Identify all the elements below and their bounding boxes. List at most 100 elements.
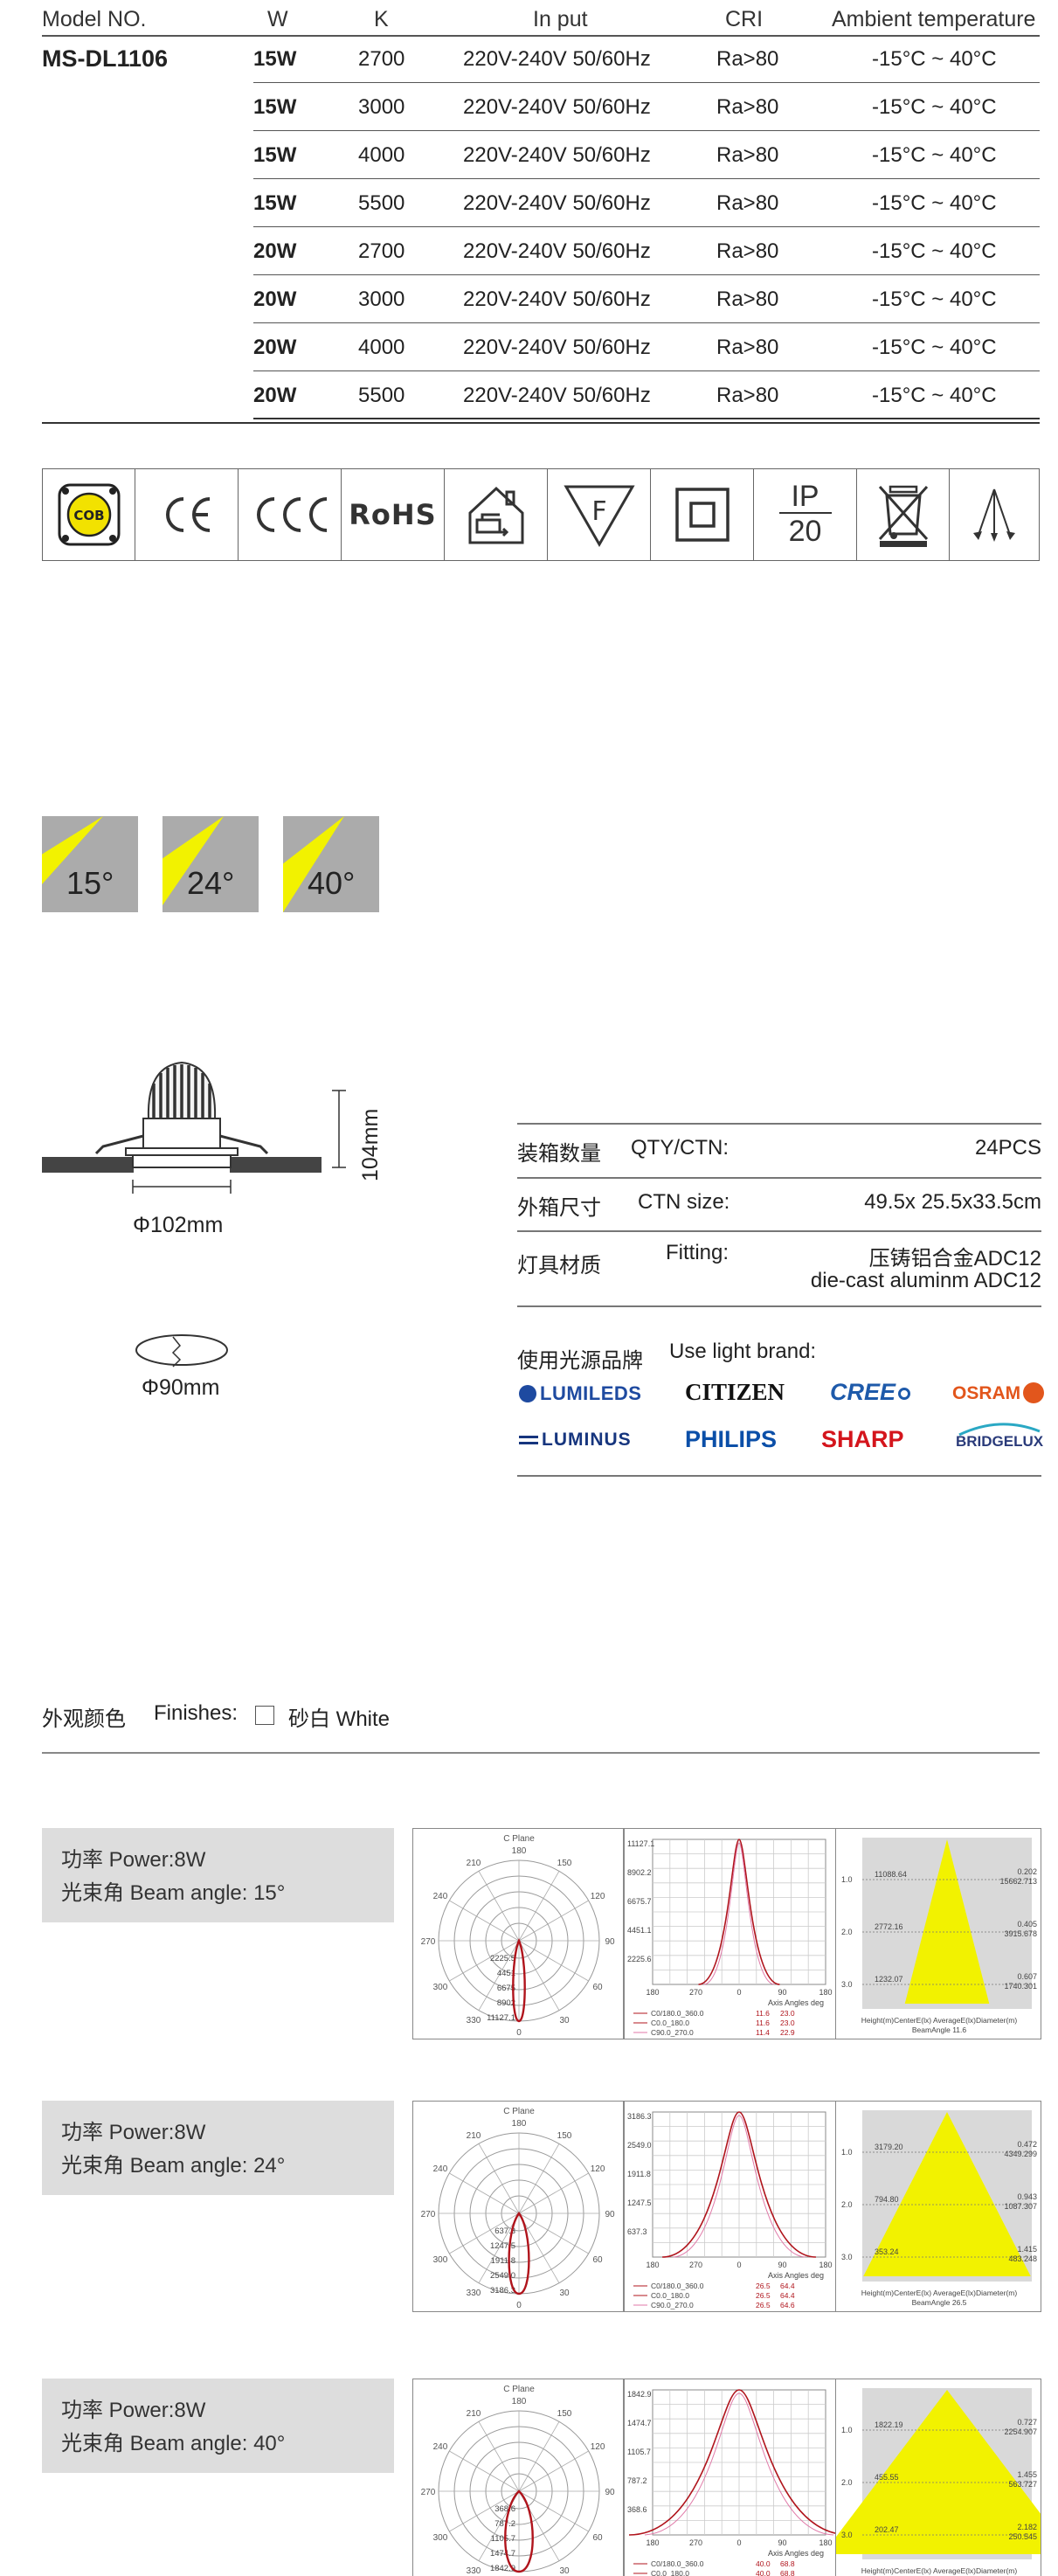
legend-value: 64.4 — [780, 2291, 795, 2300]
power-label: 功率 Power:8W — [61, 1848, 206, 1872]
polar-ring-label: 1911.8 — [491, 2256, 515, 2266]
cone-average-e: 563.727 — [1008, 2480, 1037, 2489]
cone-diameter: 0.405 — [1017, 1920, 1037, 1929]
finishes-divider — [42, 1752, 1040, 1754]
spec-cell-ambient: -15°C ~ 40°C — [872, 239, 997, 263]
polar-angle-label: 300 — [433, 2255, 448, 2265]
cone-center-e: 3179.20 — [875, 2143, 903, 2151]
polar-spoke — [518, 2143, 560, 2214]
height-dimension: 104mm — [358, 1108, 383, 1181]
power-label: 功率 Power:8W — [61, 2399, 206, 2422]
spec-cell-ambient: -15°C ~ 40°C — [872, 287, 997, 311]
spec-cell-cri: Ra>80 — [716, 336, 779, 359]
cone-center-e: 353.24 — [875, 2247, 899, 2256]
header-watt: W — [267, 7, 288, 31]
cone-height: 2.0 — [841, 2478, 853, 2487]
polar-ring-label: 2549.0 — [490, 2271, 515, 2281]
svg-text:COB: COB — [73, 508, 104, 523]
polar-diagram-panel: C Plane180150120906030033030027024021036… — [412, 2379, 624, 2576]
spec-cell-ambient: -15°C ~ 40°C — [872, 191, 997, 215]
finish-white-checkbox[interactable] — [255, 1706, 274, 1725]
cone-center-e: 202.47 — [875, 2525, 899, 2534]
spec-cell-cri: Ra>80 — [716, 47, 779, 71]
header-ambient: Ambient temperature — [832, 7, 1036, 31]
polar-angle-label: 330 — [467, 2289, 481, 2298]
spec-cell-w: 20W — [253, 287, 297, 311]
polar-ring-label: 4451 — [497, 1969, 515, 1978]
polar-angle-label: 180 — [512, 2119, 527, 2129]
cone-average-e: 1087.307 — [1004, 2202, 1037, 2211]
polar-ring-label: 6675 — [497, 1984, 515, 1993]
legend-value: 64.4 — [780, 2282, 795, 2290]
polar-curve — [504, 2489, 534, 2573]
polar-spoke — [478, 1940, 520, 2011]
cone-center-e: 2772.16 — [875, 1922, 903, 1931]
cone-diameter: 0.472 — [1017, 2140, 1037, 2149]
diameter-dimension: Φ102mm — [133, 1213, 224, 1237]
lumileds-icon — [519, 1385, 536, 1402]
curve-y-label: 1247.5 — [627, 2199, 652, 2207]
ip20-icon: IP 20 — [754, 469, 857, 560]
curve-y-label: 637.3 — [627, 2227, 647, 2236]
curve-x-label: 270 — [689, 1988, 702, 1997]
header-divider — [42, 35, 1040, 37]
axis-label: Axis Angles deg — [768, 2271, 824, 2280]
header-kelvin: K — [374, 7, 389, 31]
beam-angle-tile: 24° — [163, 816, 259, 912]
polar-spoke — [518, 2450, 589, 2492]
table-bottom-divider — [42, 422, 1040, 424]
dimension-drawing — [42, 1061, 346, 1368]
polar-chart: C Plane180150120906030033030027024021022… — [421, 1834, 615, 2038]
axis-label: Axis Angles deg — [768, 1998, 824, 2007]
spec-cell-w: 15W — [253, 191, 297, 215]
fit-value-cn: 压铸铝合金ADC12 — [868, 1247, 1041, 1271]
cone-footer: Height(m)CenterE(lx) AverageE(lx)Diamete… — [861, 2566, 1018, 2575]
legend-value: 22.9 — [780, 2028, 795, 2037]
spec-cell-w: 15W — [253, 47, 297, 71]
spec-cell-k: 5500 — [358, 384, 405, 407]
polar-angle-label: 30 — [559, 2566, 570, 2576]
brand-label: Use light brand: — [669, 1340, 817, 1363]
polar-angle-label: 330 — [467, 2566, 481, 2576]
spec-cell-cri: Ra>80 — [716, 239, 779, 263]
curve-y-label: 11127.1 — [627, 1839, 654, 1848]
spec-cell-cri: Ra>80 — [716, 191, 779, 215]
spec-cell-ambient: -15°C ~ 40°C — [872, 143, 997, 167]
spec-table-header: Model NO. W K In put CRI Ambient tempera… — [42, 7, 1040, 35]
pack-divider — [517, 1475, 1041, 1477]
legend-value: 11.6 — [756, 2019, 770, 2027]
cob-icon: COB — [43, 469, 135, 560]
legend-value: 68.8 — [780, 2559, 795, 2568]
beam-angle-label: 15° — [66, 865, 114, 901]
legend-value: 64.6 — [780, 2301, 795, 2309]
spec-cell-ambient: -15°C ~ 40°C — [872, 95, 997, 119]
curve-x-label: 90 — [778, 2538, 786, 2547]
fit-cn: 灯具材质 — [517, 1254, 601, 1278]
finish-white-label: 砂白 White — [288, 1707, 391, 1731]
beam-angle-text: 光束角 Beam angle: 24° — [61, 2154, 286, 2178]
cree-icon — [898, 1388, 911, 1400]
legend-plane: C0.0_180.0 — [651, 2569, 689, 2576]
cone-height: 2.0 — [841, 2200, 853, 2209]
light-cone — [836, 2390, 1041, 2554]
polar-ring-label: 3186.3 — [490, 2286, 515, 2296]
legend-value: 11.4 — [756, 2028, 770, 2037]
polar-angle-label: 60 — [593, 2533, 604, 2543]
cone-diameter: 0.943 — [1017, 2192, 1037, 2201]
polar-spoke — [518, 2490, 589, 2532]
fit-value-en: die-cast aluminm ADC12 — [810, 1269, 1041, 1292]
light-cone — [904, 1839, 990, 2004]
polar-ring-label: 1474.7 — [490, 2549, 515, 2559]
polar-angle-label: 210 — [467, 1859, 481, 1868]
polar-ring-label: 1247.5 — [490, 2241, 515, 2251]
pack-divider — [517, 1305, 1041, 1307]
polar-angle-label: 270 — [421, 2210, 436, 2219]
curve-x-label: 0 — [736, 2538, 741, 2547]
spec-cell-w: 20W — [253, 384, 297, 407]
no-bin-icon — [857, 469, 950, 560]
